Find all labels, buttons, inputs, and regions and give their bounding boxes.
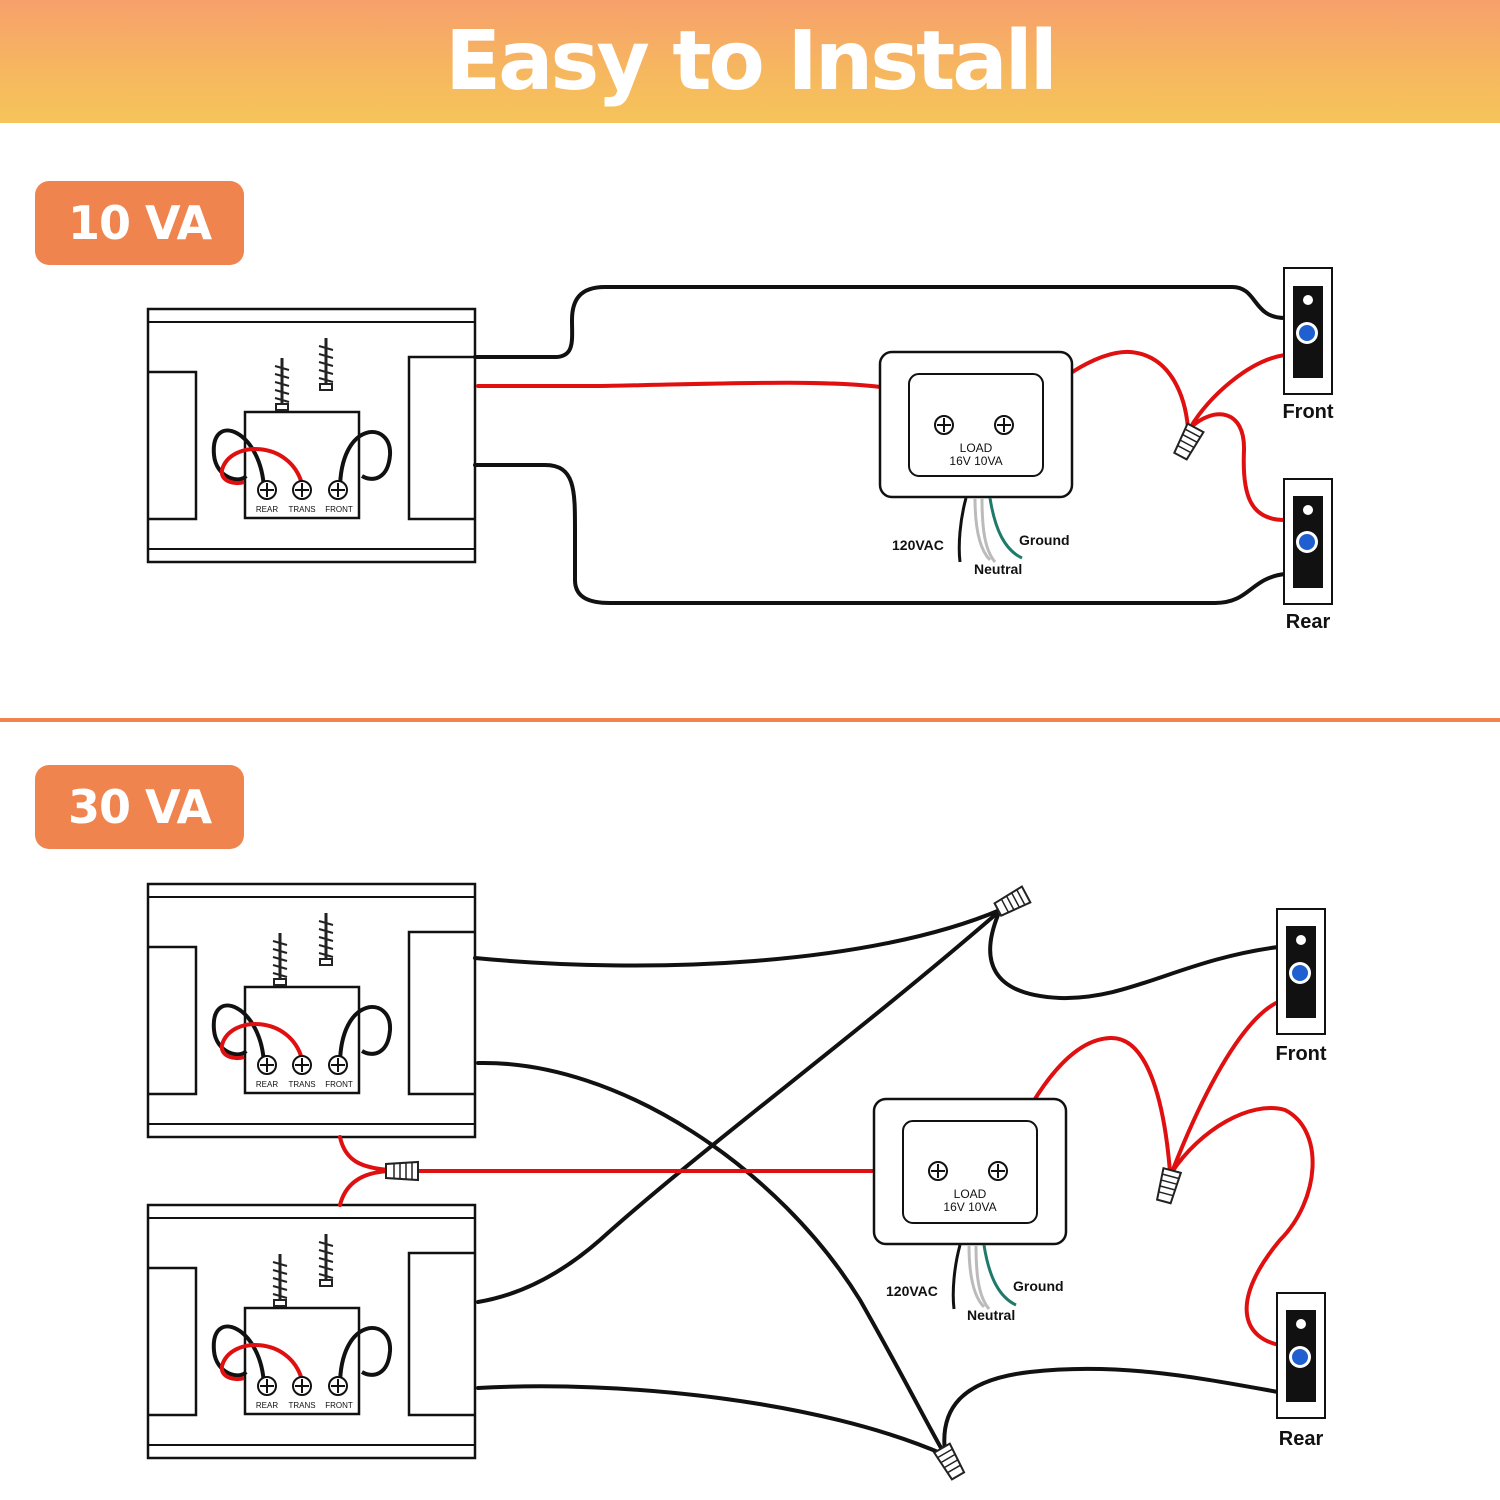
wire-nut-icon bbox=[992, 885, 1032, 919]
page-title: Easy to Install bbox=[445, 14, 1058, 109]
terminal-label-rear: REAR bbox=[256, 505, 278, 514]
wire-label-ground: Ground bbox=[1019, 532, 1070, 548]
wire-label-neutral: Neutral bbox=[967, 1307, 1015, 1323]
button-label-front: Front bbox=[1282, 401, 1333, 423]
terminal-label-trans: TRANS bbox=[288, 505, 315, 514]
badge-10va: 10 VA bbox=[35, 181, 244, 265]
chime-unit-30va-upper: REAR TRANS FRONT bbox=[146, 882, 477, 1139]
transformer-10va: LOAD 16V 10VA 120VAC Ground Neutral bbox=[878, 350, 1074, 577]
transformer-rating-label: 16V 10VA bbox=[949, 454, 1002, 468]
wire-nut-icon bbox=[385, 1161, 419, 1181]
wire-label-120vac: 120VAC bbox=[886, 1283, 938, 1299]
wires-30va bbox=[338, 908, 1315, 1457]
doorbell-button-rear-10va: Rear bbox=[1283, 478, 1333, 633]
wire-label-ground: Ground bbox=[1013, 1278, 1064, 1294]
title-banner: Easy to Install bbox=[0, 0, 1500, 123]
terminal-label-trans: TRANS bbox=[288, 1080, 315, 1089]
wire-label-neutral: Neutral bbox=[974, 561, 1022, 577]
wire-label-120vac: 120VAC bbox=[892, 537, 944, 553]
terminal-label-trans: TRANS bbox=[288, 1401, 315, 1410]
wire-nut-icon bbox=[1171, 422, 1205, 462]
terminal-label-rear: REAR bbox=[256, 1401, 278, 1410]
terminal-label-rear: REAR bbox=[256, 1080, 278, 1089]
doorbell-button-rear-30va: Rear bbox=[1276, 1292, 1326, 1450]
chime-unit-10va: REAR TRANS FRONT bbox=[146, 307, 477, 564]
button-label-rear: Rear bbox=[1286, 611, 1331, 633]
doorbell-button-front-10va: Front bbox=[1282, 267, 1334, 423]
terminal-label-front: FRONT bbox=[325, 1080, 353, 1089]
doorbell-button-front-30va: Front bbox=[1275, 908, 1327, 1065]
transformer-rating-label: 16V 10VA bbox=[943, 1200, 996, 1214]
button-label-rear: Rear bbox=[1279, 1428, 1324, 1450]
wire-nut-icon bbox=[1154, 1167, 1182, 1205]
transformer-30va: LOAD 16V 10VA 120VAC Ground Neutral bbox=[872, 1097, 1068, 1323]
chime-unit-30va-lower: REAR TRANS FRONT bbox=[146, 1203, 477, 1460]
wire-nut-icon bbox=[933, 1442, 967, 1482]
section-divider bbox=[0, 718, 1500, 722]
transformer-load-label: LOAD bbox=[960, 441, 993, 455]
terminal-label-front: FRONT bbox=[325, 1401, 353, 1410]
terminal-label-front: FRONT bbox=[325, 505, 353, 514]
transformer-load-label: LOAD bbox=[954, 1187, 987, 1201]
badge-30va: 30 VA bbox=[35, 765, 244, 849]
button-label-front: Front bbox=[1275, 1043, 1326, 1065]
